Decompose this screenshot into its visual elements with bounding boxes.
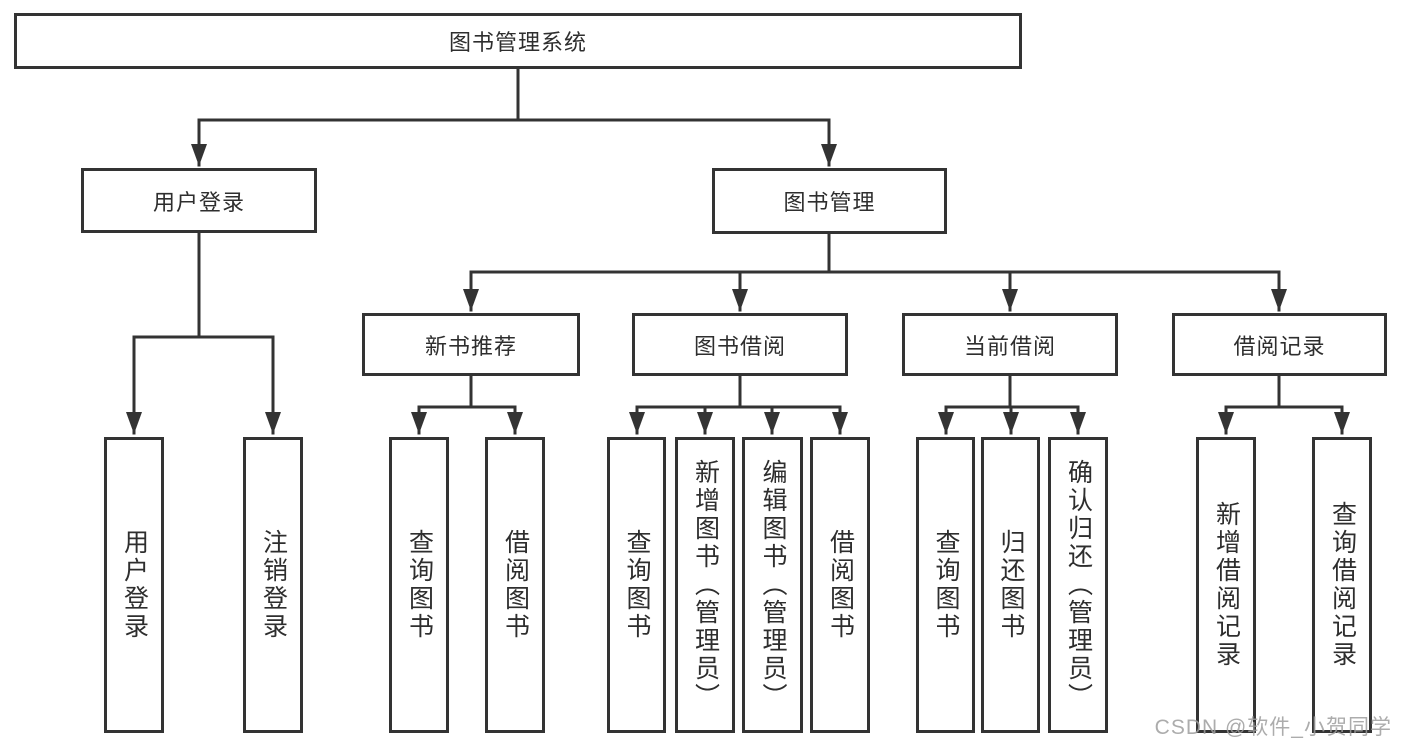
leaf-borrow-borrow-book-label: 借阅图书 [826, 529, 855, 641]
leaf-record-add-label: 新增借阅记录 [1212, 501, 1241, 669]
connector-root-to-level2 [197, 67, 831, 122]
node-root: 图书管理系统 [14, 13, 1022, 69]
node-book-mgmt-label: 图书管理 [783, 190, 876, 215]
leaf-record-query-label: 查询借阅记录 [1328, 501, 1357, 669]
leaf-current-query-book: 查询图书 [916, 437, 975, 733]
leaf-rec-borrow-book-label: 借阅图书 [501, 529, 530, 641]
node-book-mgmt: 图书管理 [712, 168, 947, 234]
leaf-borrow-edit-book: 编辑图书（管理员） [742, 437, 803, 733]
node-new-book-rec-label: 新书推荐 [424, 333, 517, 359]
leaf-rec-borrow-book: 借阅图书 [485, 437, 545, 733]
connector-book-mgmt-to-level3 [469, 232, 1281, 274]
leaf-borrow-add-book: 新增图书（管理员） [675, 437, 735, 733]
leaf-current-query-book-label: 查询图书 [932, 529, 960, 641]
leaf-record-add: 新增借阅记录 [1196, 437, 1256, 733]
leaf-rec-query-book: 查询图书 [389, 437, 449, 733]
leaf-current-return-book: 归还图书 [981, 437, 1040, 733]
leaf-rec-query-book-label: 查询图书 [405, 529, 434, 641]
node-root-label: 图书管理系统 [448, 30, 587, 55]
connector-current-borrow-to-leaves [944, 374, 1080, 409]
leaf-user-login-label: 用户登录 [120, 529, 149, 641]
connector-book-borrow-to-leaves [635, 374, 842, 409]
watermark: CSDN @软件_小贺同学 [1154, 716, 1392, 739]
node-user-login-label: 用户登录 [152, 189, 245, 215]
node-current-borrow-label: 当前借阅 [963, 333, 1056, 359]
leaf-borrow-query-book: 查询图书 [607, 437, 666, 733]
connector-user-login-to-leaves [132, 231, 275, 339]
node-user-login: 用户登录 [81, 168, 317, 233]
node-book-borrow: 图书借阅 [632, 313, 848, 376]
leaf-logout: 注销登录 [243, 437, 303, 733]
leaf-user-login: 用户登录 [104, 437, 164, 733]
leaf-current-confirm-return: 确认归还（管理员） [1048, 437, 1108, 733]
leaf-current-return-book-label: 归还图书 [997, 529, 1025, 641]
leaf-borrow-add-book-label: 新增图书（管理员） [691, 459, 720, 711]
leaf-logout-label: 注销登录 [259, 529, 288, 641]
leaf-borrow-query-book-label: 查询图书 [623, 529, 651, 641]
connector-borrow-record-to-leaves [1224, 374, 1344, 409]
node-current-borrow: 当前借阅 [902, 313, 1118, 376]
node-book-borrow-label: 图书借阅 [693, 333, 786, 359]
connector-new-book-rec-to-leaves [417, 374, 517, 409]
node-borrow-record-label: 借阅记录 [1233, 333, 1326, 359]
leaf-current-confirm-return-label: 确认归还（管理员） [1064, 459, 1093, 711]
leaf-borrow-borrow-book: 借阅图书 [810, 437, 870, 733]
leaf-borrow-edit-book-label: 编辑图书（管理员） [759, 459, 787, 711]
leaf-record-query: 查询借阅记录 [1312, 437, 1372, 733]
node-new-book-rec: 新书推荐 [362, 313, 580, 376]
node-borrow-record: 借阅记录 [1172, 313, 1387, 376]
